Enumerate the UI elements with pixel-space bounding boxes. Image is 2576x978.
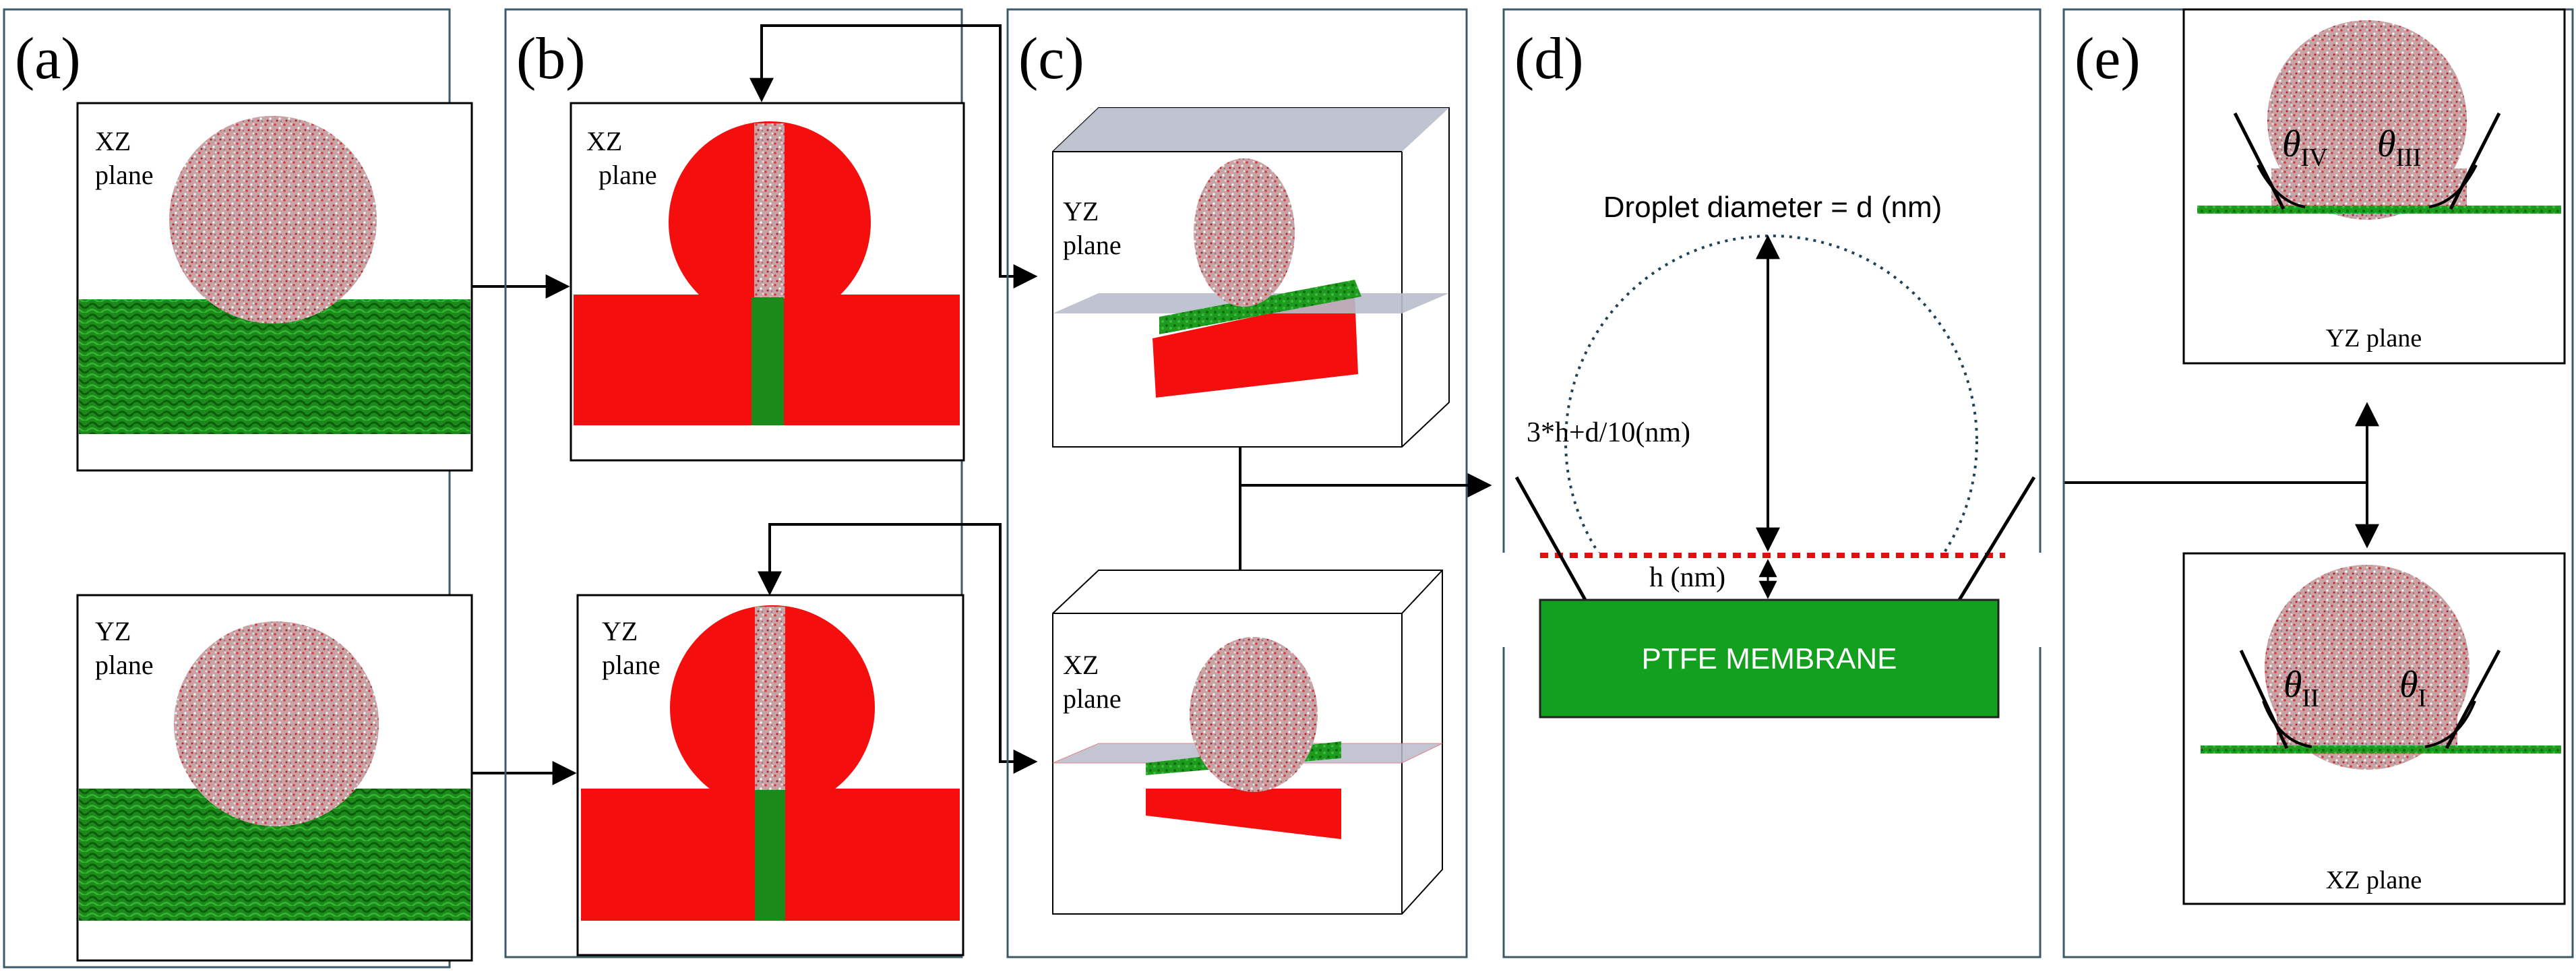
angle-arc-ii (2262, 700, 2312, 748)
droplet-base (2277, 708, 2457, 745)
membrane-line (2197, 206, 2561, 214)
panel-c-frame (1006, 8, 1468, 958)
panel-e-label: (e) (2075, 26, 2141, 92)
panel-e-yz-view: θIV θIII YZ plane (2182, 8, 2566, 365)
panel-c-bottom-plane-line1: XZ (1063, 650, 1099, 680)
panel-c-label: (c) (1018, 26, 1084, 92)
water-droplet (1194, 158, 1295, 307)
panel-c-xz-box: XZ plane (1052, 570, 1443, 915)
panel-e-xz-view: θII θI XZ plane (2182, 552, 2566, 905)
membrane-slice (752, 297, 784, 425)
droplet-slice (754, 123, 785, 299)
droplet-slice (755, 607, 785, 790)
panel-e: (e) θIV θIII YZ plane θII θI (2062, 8, 2574, 958)
panel-a-top-plane-line1: XZ (95, 126, 131, 156)
arrows-d-to-e (2064, 402, 2379, 549)
panel-d-label: (d) (1514, 26, 1584, 92)
panel-c-top-plane-line1: YZ (1063, 196, 1099, 226)
tangent-left (2239, 649, 2289, 750)
panel-d-frame (1502, 8, 2042, 958)
membrane-slice-green (1159, 280, 1361, 334)
panel-a-top-plane-line2: plane (95, 160, 154, 190)
water-droplet (1190, 637, 1318, 792)
panel-a-bottom-plane-line2: plane (95, 650, 154, 680)
angle-arc-iii (2428, 164, 2478, 208)
panel-b: (b) XZ plane YZ plane (504, 8, 965, 958)
tangent-right (2449, 112, 2501, 210)
panel-b-bottom-plane-line2: plane (602, 650, 661, 680)
arrow-c-d (1239, 447, 1492, 497)
panel-a-xz-snapshot: XZ plane (76, 102, 473, 472)
droplet-base (2271, 169, 2467, 206)
membrane-cut-red (1153, 295, 1358, 398)
top-face-plane (1053, 108, 1449, 152)
theta-ii-label: θII (2283, 664, 2319, 712)
droplet-diameter-label: Droplet diameter = d (nm) (1603, 191, 1942, 224)
panel-b-yz-cut: YZ plane (576, 594, 964, 956)
theta-iii-label: θIII (2377, 123, 2421, 172)
angle-arc-i (2424, 700, 2476, 748)
tangent-left (2233, 112, 2286, 210)
panel-b-label: (b) (516, 26, 586, 92)
water-droplet (169, 116, 377, 324)
xz-plane-caption: XZ plane (2326, 866, 2422, 894)
height-formula-label: 3*h+d/10(nm) (1527, 417, 1690, 448)
panel-a-bottom-plane-line1: YZ (95, 616, 131, 646)
membrane-slice (755, 790, 785, 921)
panel-a: (a) XZ plane YZ plane (3, 8, 473, 969)
yz-plane-caption: YZ plane (2326, 324, 2422, 353)
panel-a-label: (a) (15, 26, 81, 92)
panel-d: (d) Droplet diameter = d (nm) 3*h+d/10(n… (1496, 8, 2049, 958)
box-edge (1401, 570, 1443, 614)
arrow-b-c-bottom (768, 523, 1038, 774)
panel-b-frame (504, 8, 963, 958)
membrane-cut-red (1146, 789, 1341, 839)
panel-c-top-plane-line2: plane (1063, 230, 1122, 260)
panel-c-bottom-plane-line2: plane (1063, 683, 1122, 714)
membrane-line (2201, 745, 2561, 754)
panel-b-xz-cut: XZ plane (570, 102, 965, 462)
panel-a-yz-snapshot: YZ plane (76, 594, 473, 962)
arrows-a-to-b (472, 274, 577, 785)
panel-b-top-plane-line2: plane (599, 160, 657, 190)
panel-b-bottom-plane-line1: YZ (602, 616, 638, 646)
droplet-outline-dotted (1564, 235, 1978, 648)
theta-iv-label: θIV (2282, 123, 2328, 172)
ptfe-membrane-label: PTFE MEMBRANE (1642, 642, 1897, 675)
panel-b-top-plane-line1: XZ (586, 126, 622, 156)
tangent-line-left (1514, 476, 1587, 601)
panel-a-frame (3, 8, 451, 969)
arrow-b-c-top (760, 24, 1038, 288)
h-label: h (nm) (1649, 562, 1725, 593)
panel-c: (c) YZ plane XZ plane (1006, 8, 1492, 958)
angle-arc-iv (2257, 164, 2306, 208)
ptfe-membrane-block (1539, 599, 2000, 719)
theta-i-label: θI (2399, 664, 2426, 712)
arrows-b-to-c (749, 24, 1038, 774)
panel-c-yz-box: YZ plane (1052, 107, 1450, 448)
water-droplet (174, 621, 379, 826)
tangent-line-right (1957, 476, 2036, 601)
